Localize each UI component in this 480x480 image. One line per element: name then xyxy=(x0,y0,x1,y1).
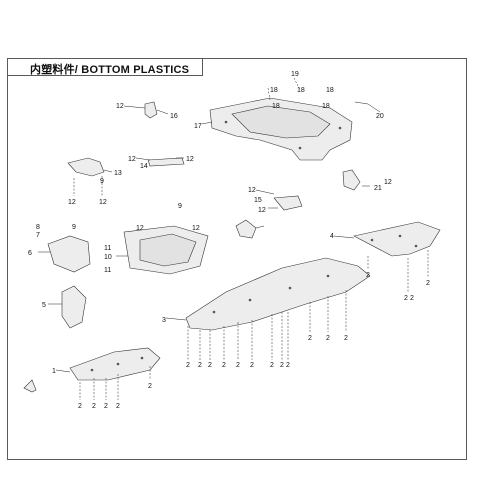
callout-15: 15 xyxy=(254,197,262,204)
callout-19: 19 xyxy=(291,71,299,78)
callout-2: 2 xyxy=(426,280,430,287)
part-6-side-panel xyxy=(47,235,91,273)
callout-2: 2 xyxy=(410,295,414,302)
callout-2: 2 xyxy=(250,362,254,369)
label-leaders xyxy=(38,105,381,373)
callout-labels: 19 18 18 18 18 18 12 16 17 20 12 14 12 1… xyxy=(28,71,392,375)
callout-2: 2 xyxy=(270,362,274,369)
fastener-leaders xyxy=(73,77,429,400)
callout-12: 12 xyxy=(116,103,124,110)
part-13-upper-cover xyxy=(67,157,105,177)
part-5-guard xyxy=(61,285,87,329)
callout-9: 9 xyxy=(72,224,76,231)
part-15-bracket xyxy=(273,195,303,211)
callout-8: 8 xyxy=(36,224,40,231)
front-arrow-icon xyxy=(23,379,37,393)
callout-12: 12 xyxy=(192,225,200,232)
callout-2: 2 xyxy=(286,362,290,369)
callout-4: 4 xyxy=(330,233,334,240)
callout-2: 2 xyxy=(404,295,408,302)
title-box xyxy=(7,58,203,76)
callout-2: 2 xyxy=(198,362,202,369)
part-21-bracket xyxy=(342,169,361,191)
callout-3: 3 xyxy=(162,317,166,324)
callout-12: 12 xyxy=(99,199,107,206)
callout-18: 18 xyxy=(326,87,334,94)
callout-16: 16 xyxy=(170,113,178,120)
callout-9: 9 xyxy=(100,178,104,185)
callout-17: 17 xyxy=(194,123,202,130)
callout-12: 12 xyxy=(136,225,144,232)
callout-2: 2 xyxy=(236,362,240,369)
callout-11: 11 xyxy=(104,245,111,252)
callout-12: 12 xyxy=(384,179,392,186)
callout-2: 2 xyxy=(280,362,284,369)
callout-7: 7 xyxy=(36,232,40,239)
part-17-rear-tray xyxy=(209,97,353,161)
part-3-main-skid-plate xyxy=(185,257,371,331)
diagram-title: 内塑料件/ BOTTOM PLASTICS xyxy=(30,64,190,76)
callout-18: 18 xyxy=(322,103,330,110)
callout-21: 21 xyxy=(374,185,382,192)
fastener-callouts: 2 2 2 2 2 2 2 2 2 2 2 2 2 2 2 2 2 2 2 2 … xyxy=(78,272,430,410)
part-10-center-tray xyxy=(123,225,209,275)
part-16-clip xyxy=(144,101,158,119)
part-1-front-skid-plate xyxy=(69,347,161,381)
callout-10: 10 xyxy=(104,254,112,261)
callout-2: 2 xyxy=(344,335,348,342)
callout-12: 12 xyxy=(258,207,266,214)
callout-6: 6 xyxy=(28,250,32,257)
callout-11: 11 xyxy=(104,267,111,274)
callout-2: 2 xyxy=(326,335,330,342)
part-4-right-skid-plate xyxy=(353,221,441,257)
callout-2: 2 xyxy=(222,362,226,369)
callout-2: 2 xyxy=(104,403,108,410)
callout-12: 12 xyxy=(128,156,136,163)
callout-2: 2 xyxy=(116,403,120,410)
callout-12: 12 xyxy=(68,199,76,206)
callout-18: 18 xyxy=(270,87,278,94)
callout-18: 18 xyxy=(297,87,305,94)
callout-20: 20 xyxy=(376,113,384,120)
callout-2: 2 xyxy=(186,362,190,369)
callout-1: 1 xyxy=(52,368,56,375)
callout-12: 12 xyxy=(186,156,194,163)
callout-2: 2 xyxy=(208,362,212,369)
callout-2: 2 xyxy=(78,403,82,410)
callout-2: 2 xyxy=(148,383,152,390)
part-13-mid-cover xyxy=(235,219,257,239)
callout-12: 12 xyxy=(248,187,256,194)
part-20-rod xyxy=(354,101,375,109)
callout-13: 13 xyxy=(114,170,122,177)
callout-14: 14 xyxy=(140,163,148,170)
callout-18: 18 xyxy=(272,103,280,110)
callout-2: 2 xyxy=(366,272,370,279)
callout-9: 9 xyxy=(178,203,182,210)
callout-2: 2 xyxy=(308,335,312,342)
callout-5: 5 xyxy=(42,302,46,309)
callout-2: 2 xyxy=(92,403,96,410)
part-14-bracket xyxy=(147,157,185,167)
